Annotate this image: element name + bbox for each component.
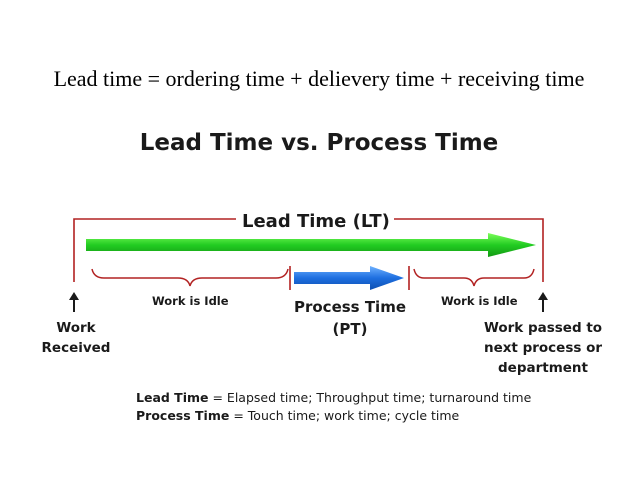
lead-time-arrow (86, 233, 536, 257)
work-passed-line2: next process or (483, 340, 603, 356)
work-received-line2: Received (41, 340, 111, 356)
lead-time-definition: Lead Time = Elapsed time; Throughput tim… (136, 389, 531, 407)
page-heading: Lead time = ordering time + delievery ti… (53, 66, 585, 91)
work-passed-label: Work passed to next process or departmen… (478, 318, 608, 378)
lead-time-term: Lead Time (136, 390, 209, 405)
work-passed-line1: Work passed to (483, 320, 603, 336)
idle-brace-left (91, 268, 289, 287)
lead-time-bracket (73, 218, 544, 282)
work-passed-arrow (538, 292, 548, 312)
lead-time-definition-text: = Elapsed time; Throughput time; turnaro… (208, 390, 532, 405)
process-time-line1: Process Time (293, 298, 407, 316)
lead-time-label: Lead Time (LT) (238, 211, 394, 232)
process-time-label: Process Time (PT) (280, 296, 420, 340)
diagram-title: Lead Time vs. Process Time (139, 130, 499, 156)
idle-brace-right (413, 268, 535, 287)
work-received-label: Work Received (28, 318, 124, 358)
idle-label-right: Work is Idle (441, 294, 518, 308)
definitions: Lead Time = Elapsed time; Throughput tim… (136, 389, 531, 425)
process-time-arrow (294, 266, 404, 290)
work-received-line1: Work (56, 320, 96, 336)
process-time-term: Process Time (136, 408, 230, 423)
work-passed-line3: department (498, 360, 588, 376)
process-time-line2: (PT) (332, 320, 368, 338)
process-time-definition-text: = Touch time; work time; cycle time (229, 408, 460, 423)
idle-label-left: Work is Idle (152, 294, 229, 308)
work-received-arrow (69, 292, 79, 312)
process-time-definition: Process Time = Touch time; work time; cy… (136, 407, 531, 425)
